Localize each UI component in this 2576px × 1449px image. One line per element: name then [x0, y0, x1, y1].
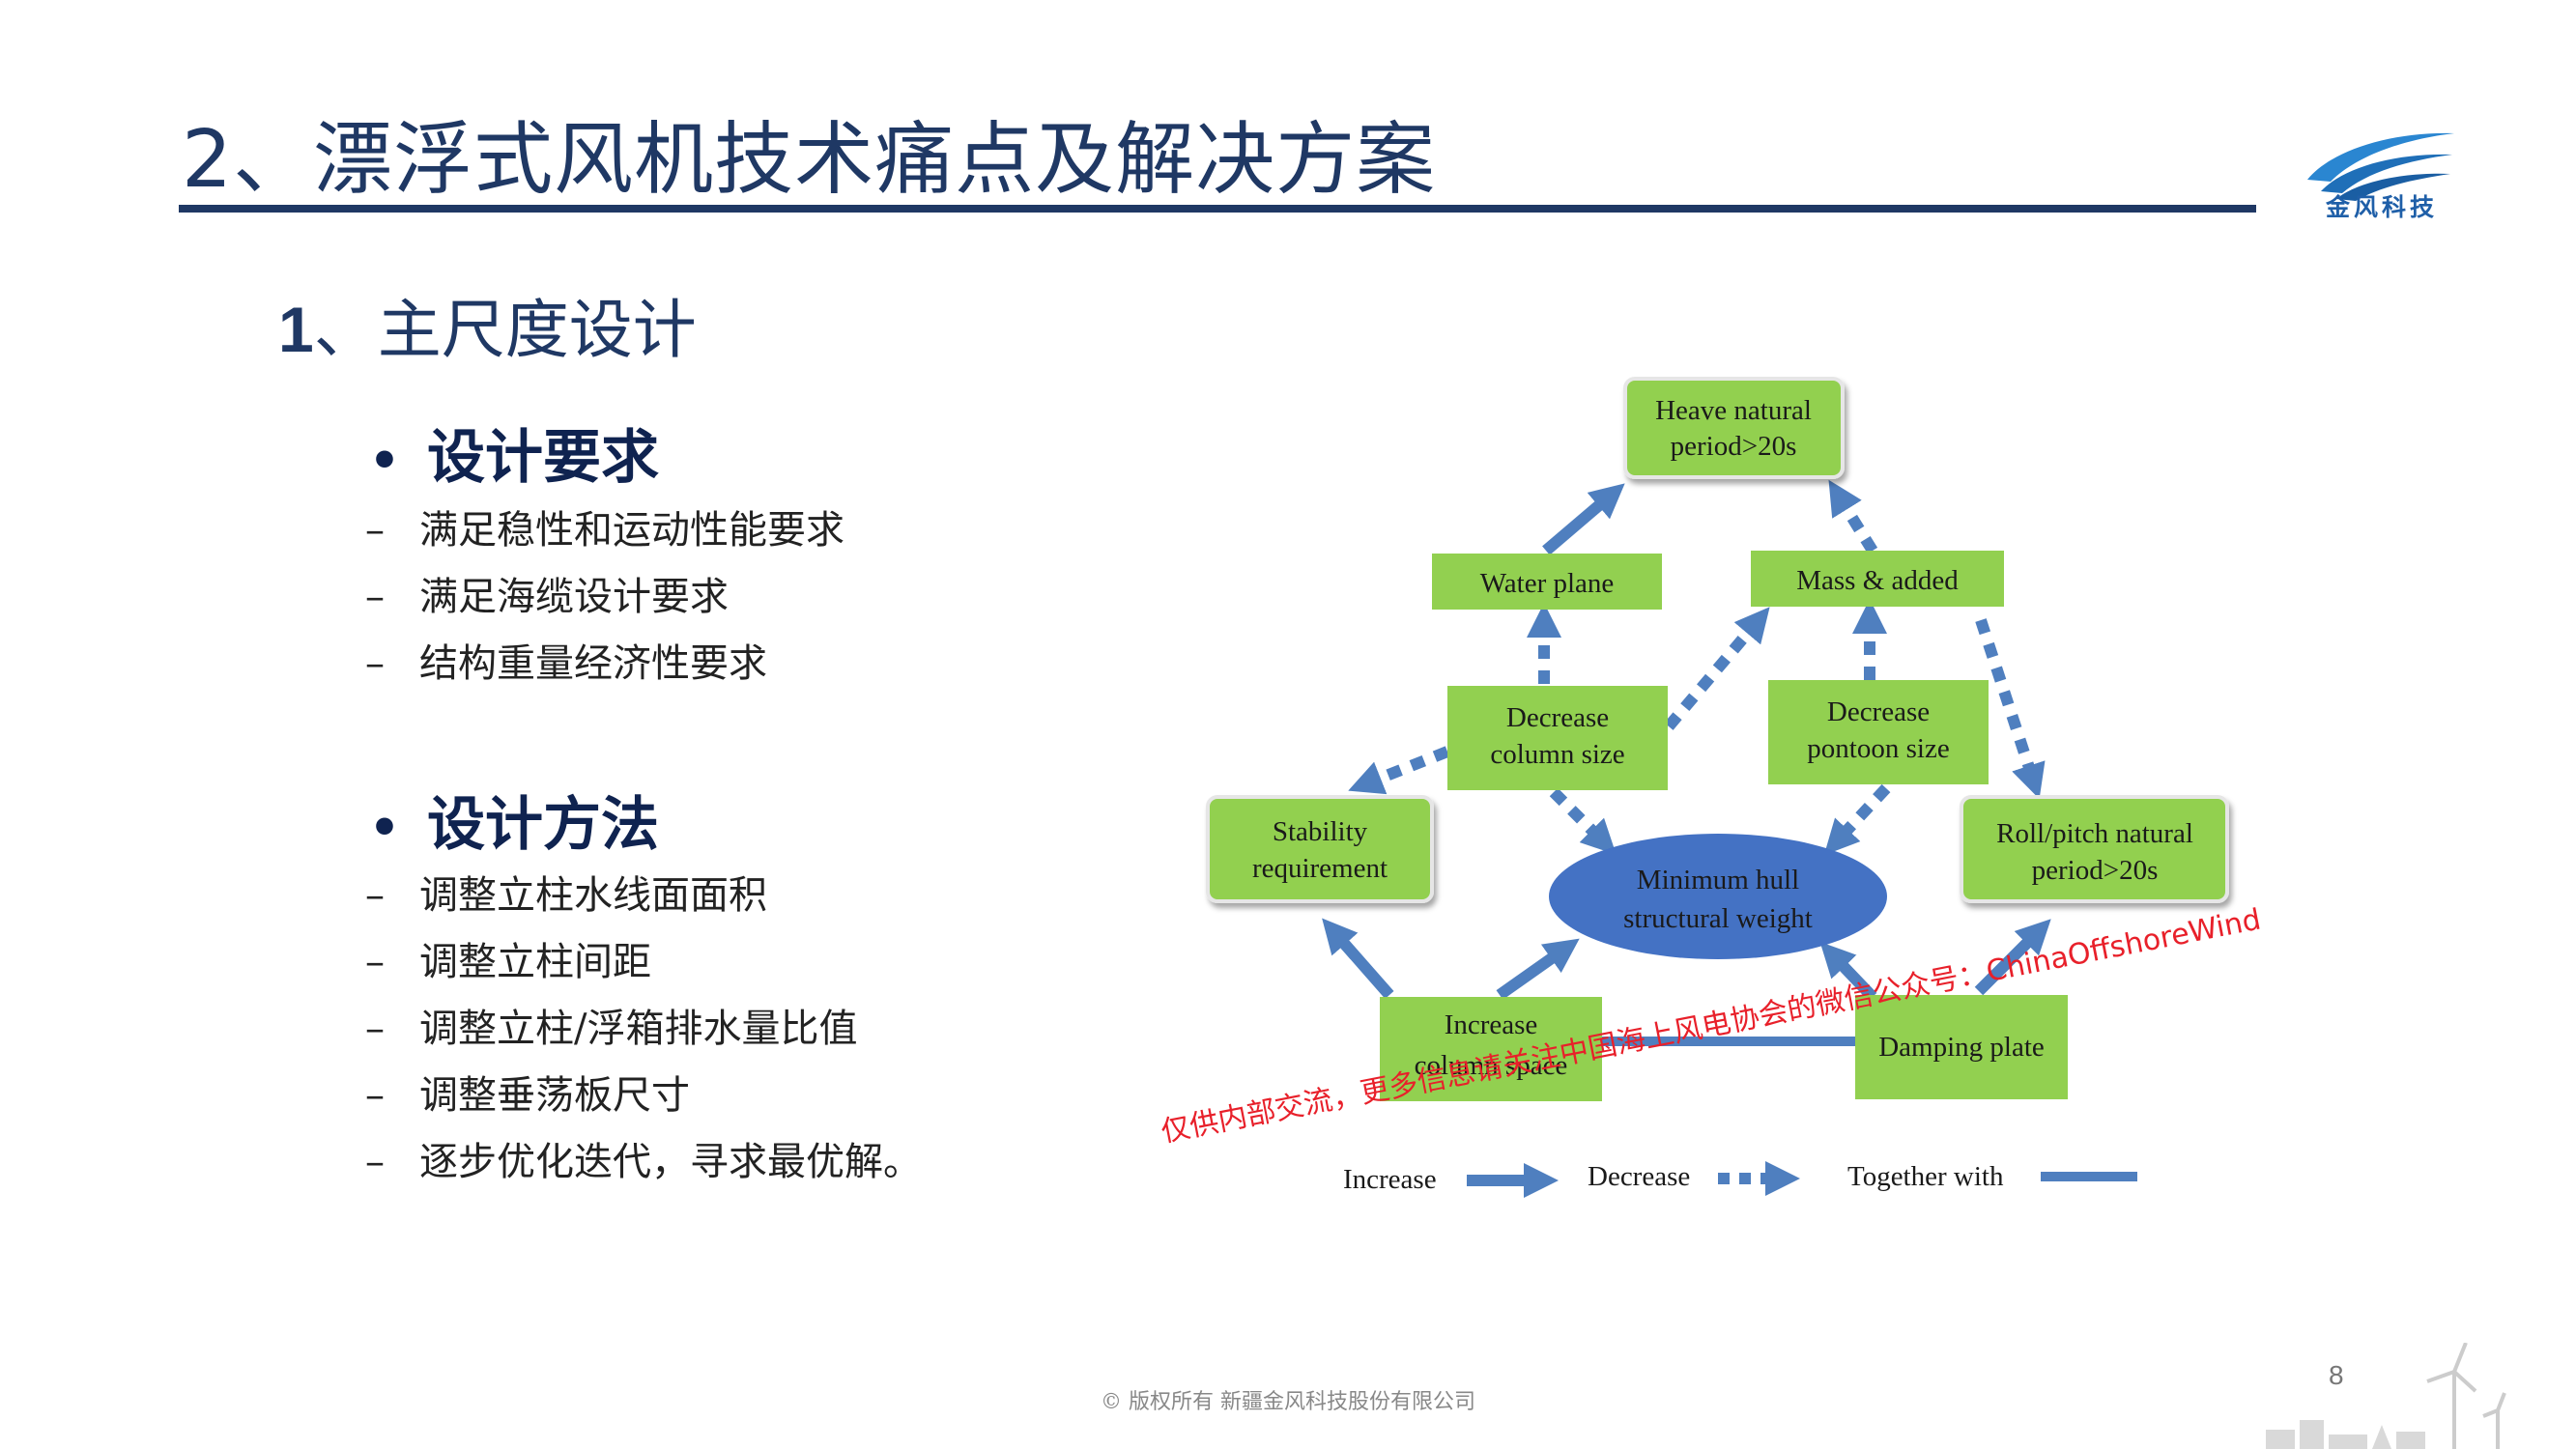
arrow-deccol-to-min: [1549, 787, 1617, 855]
minhull-label-2: structural weight: [1623, 903, 1813, 934]
roll-label-1: Roll/pitch natural: [1996, 818, 2193, 849]
ellipse-minimum-hull: [1549, 834, 1887, 959]
arrow-decpon-to-min: [1823, 783, 1891, 856]
increase-label-2: column space: [1415, 1050, 1568, 1081]
section-heading: 1、主尺度设计: [278, 278, 697, 371]
bullet-dot-icon: •: [369, 800, 400, 857]
roll-label-2: period>20s: [2032, 855, 2159, 886]
bullet-dot-icon: •: [369, 433, 400, 490]
list-item: –满足稳性和运动性能要求: [365, 508, 844, 553]
legend-increase: Increase: [1343, 1164, 1437, 1195]
heave-label-1: Heave natural: [1655, 395, 1812, 426]
damping-label: Damping plate: [1878, 1032, 2045, 1063]
footer-copyright: © 版权所有 新疆金风科技股份有限公司: [1101, 1390, 1475, 1414]
box-heave-natural: [1623, 377, 1845, 479]
section-title: 、主尺度设计: [313, 293, 697, 367]
box-water-plane: [1432, 554, 1662, 610]
legend-together: Together with: [1847, 1161, 2004, 1192]
slide-title: 2、漂浮式风机技术痛点及解决方案: [182, 114, 1437, 206]
arrow-deccol-to-mass: [1664, 607, 1770, 730]
logo-text: 金风科技: [2325, 193, 2438, 221]
page-number: 8: [2329, 1360, 2344, 1390]
title-divider: [179, 205, 2256, 213]
box-stability: [1206, 795, 1434, 903]
city-wind-turbine-icon: [2266, 1343, 2506, 1449]
list-item-text: 满足稳性和运动性能要求: [419, 508, 844, 553]
list-item-text: 逐步优化迭代，寻求最优解。: [419, 1140, 922, 1184]
list-item: –调整立柱间距: [365, 940, 651, 984]
dec-pon-label-2: pontoon size: [1807, 733, 1949, 764]
list-item-text: 调整立柱/浮箱排水量比值: [419, 1007, 858, 1051]
box-decrease-column: [1447, 686, 1668, 790]
arrow-inc-to-stability: [1322, 918, 1394, 999]
box-mass-added: [1751, 551, 2004, 607]
list-item: –结构重量经济性要求: [365, 641, 767, 686]
box-decrease-pontoon: [1768, 680, 1989, 784]
legend-decrease: Decrease: [1588, 1161, 1690, 1192]
arrow-water-to-heave: [1542, 483, 1625, 555]
mass-added-label: Mass & added: [1796, 565, 1959, 596]
list-item-text: 调整立柱水线面面积: [419, 873, 767, 918]
stability-label-1: Stability: [1273, 816, 1368, 847]
minhull-label-1: Minimum hull: [1637, 865, 1799, 895]
section-number: 1: [278, 294, 314, 365]
methods-heading: • 设计方法: [369, 778, 659, 862]
list-item-text: 调整垂荡板尺寸: [419, 1073, 690, 1118]
box-damping-plate: [1855, 995, 2068, 1099]
list-item: –调整立柱水线面面积: [365, 873, 767, 918]
list-item: –调整立柱/浮箱排水量比值: [365, 1007, 858, 1051]
increase-label-1: Increase: [1445, 1009, 1538, 1040]
dec-col-label-1: Decrease: [1506, 702, 1609, 733]
methods-list: –调整立柱水线面面积 –调整立柱间距 –调整立柱/浮箱排水量比值 –调整垂荡板尺…: [365, 863, 922, 1196]
goldwind-logo-icon: [2307, 132, 2454, 201]
dec-pon-label-1: Decrease: [1827, 696, 1930, 727]
arrow-mass-to-roll: [1975, 618, 2046, 800]
requirements-list: –满足稳性和运动性能要求 –满足海缆设计要求 –结构重量经济性要求: [365, 497, 844, 697]
list-item-text: 满足海缆设计要求: [419, 575, 729, 619]
list-item: –满足海缆设计要求: [365, 575, 729, 619]
arrow-damp-to-min: [1819, 941, 1877, 1002]
list-item: –调整垂荡板尺寸: [365, 1073, 690, 1118]
design-flow-diagram: Heave natural period>20s Water plane Mas…: [1159, 377, 2264, 1198]
arrow-damp-to-roll: [1974, 919, 2051, 996]
list-item-text: 结构重量经济性要求: [419, 641, 767, 686]
arrow-inc-to-min: [1496, 938, 1580, 1000]
heave-label-2: period>20s: [1671, 431, 1797, 462]
arrow-deccol-to-stability: [1348, 746, 1450, 795]
box-increase-column-space: [1380, 997, 1602, 1101]
stability-label-2: requirement: [1252, 853, 1388, 884]
requirements-heading: • 设计要求: [369, 411, 659, 495]
arrow-mass-to-heave: [1828, 479, 1878, 554]
water-plane-label: Water plane: [1480, 568, 1615, 599]
methods-heading-text: 设计方法: [426, 791, 659, 859]
list-item-text: 调整立柱间距: [419, 940, 651, 984]
box-roll-pitch: [1960, 795, 2229, 903]
dec-col-label-2: column size: [1490, 739, 1624, 770]
list-item: –逐步优化迭代，寻求最优解。: [365, 1140, 922, 1184]
requirements-heading-text: 设计要求: [426, 424, 659, 492]
